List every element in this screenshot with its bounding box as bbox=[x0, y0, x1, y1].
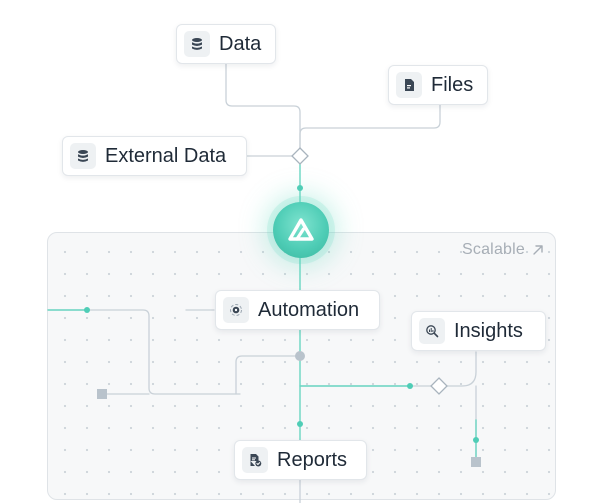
accent-dot-right bbox=[473, 437, 479, 443]
node-insights-label: Insights bbox=[454, 319, 523, 342]
automation-gear-icon bbox=[223, 297, 249, 323]
junction-dot bbox=[295, 351, 305, 361]
node-automation-label: Automation bbox=[258, 298, 360, 321]
node-reports-label: Reports bbox=[277, 448, 348, 471]
junction-diamond-top bbox=[291, 147, 309, 165]
database-icon bbox=[70, 143, 96, 169]
node-files-label: Files bbox=[431, 73, 474, 96]
arrow-up-right-icon bbox=[531, 243, 545, 257]
node-reports[interactable]: Reports bbox=[234, 440, 367, 480]
connector-files bbox=[299, 103, 441, 149]
file-icon bbox=[396, 72, 422, 98]
node-insights[interactable]: Insights bbox=[411, 311, 546, 351]
node-external-data[interactable]: External Data bbox=[62, 136, 247, 176]
terminal-square-left bbox=[97, 389, 107, 399]
terminal-square-right bbox=[471, 457, 481, 467]
node-automation[interactable]: Automation bbox=[215, 290, 380, 330]
panel-label: Scalable bbox=[462, 241, 545, 259]
accent-dot-top bbox=[297, 185, 303, 191]
accent-dot-main bbox=[297, 421, 303, 427]
node-external-data-label: External Data bbox=[105, 144, 227, 167]
node-files[interactable]: Files bbox=[388, 65, 488, 105]
brand-logo-icon[interactable] bbox=[273, 202, 329, 258]
scalable-panel: Scalable bbox=[47, 232, 556, 500]
database-icon bbox=[184, 31, 210, 57]
junction-diamond-right bbox=[430, 377, 448, 395]
connector-left-branch bbox=[47, 309, 241, 395]
connector-data bbox=[225, 63, 301, 149]
chart-search-icon bbox=[419, 318, 445, 344]
accent-dot-mid bbox=[407, 383, 413, 389]
accent-dot-left bbox=[84, 307, 90, 313]
report-check-icon bbox=[242, 447, 268, 473]
panel-label-text: Scalable bbox=[462, 241, 525, 258]
node-data[interactable]: Data bbox=[176, 24, 276, 64]
connector-loop bbox=[235, 355, 301, 395]
node-data-label: Data bbox=[219, 32, 262, 55]
connector-insights bbox=[445, 351, 477, 387]
